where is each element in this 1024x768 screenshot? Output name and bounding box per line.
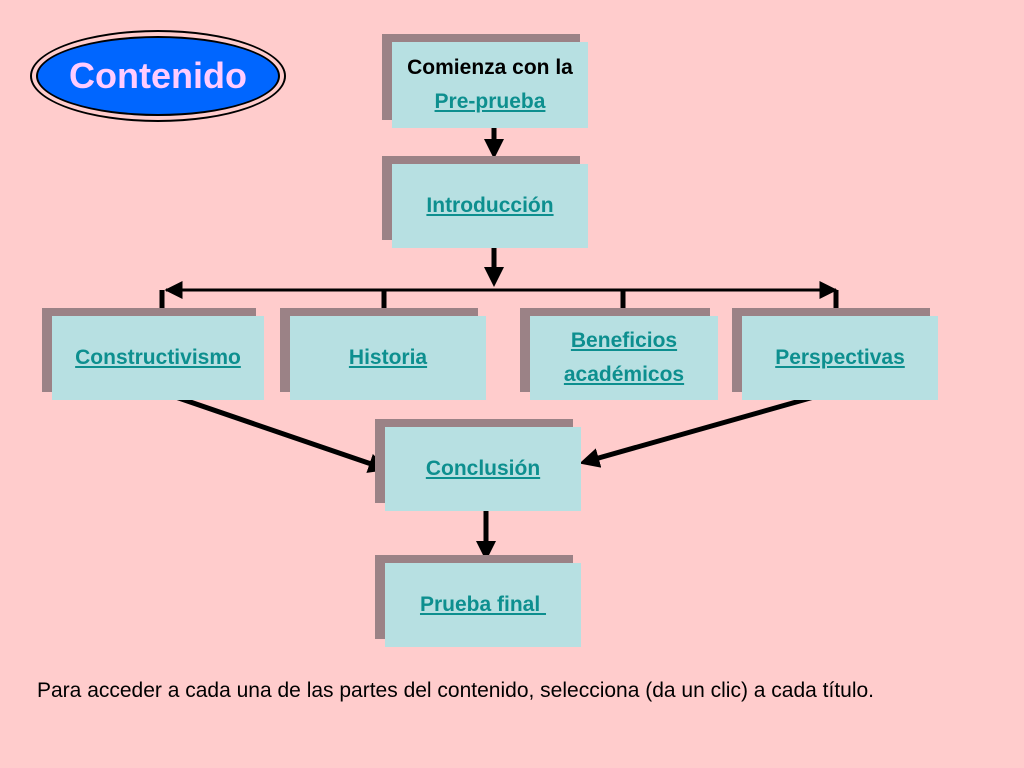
beneficios-box: Beneficios académicos xyxy=(520,308,718,400)
historia-box: Historia xyxy=(280,308,486,400)
title-badge: Contenido xyxy=(36,36,280,116)
title-badge-ring xyxy=(30,30,286,122)
perspectivas-box: Perspectivas xyxy=(732,308,938,400)
start-text: Comienza con la xyxy=(407,56,573,79)
link-beneficios-academicos[interactable]: Beneficios académicos xyxy=(563,329,685,386)
page-title: Contenido xyxy=(69,55,247,96)
final-test-box: Prueba final xyxy=(375,555,581,647)
link-prueba-final[interactable]: Prueba final xyxy=(419,593,547,616)
link-conclusion[interactable]: Conclusión xyxy=(425,457,541,480)
link-perspectivas[interactable]: Perspectivas xyxy=(775,346,905,369)
arrow-right-icon xyxy=(163,390,389,473)
link-historia[interactable]: Historia xyxy=(348,346,428,369)
constructivismo-box: Constructivismo xyxy=(42,308,264,400)
instructions-text: Para acceder a cada una de las partes de… xyxy=(37,679,875,702)
intro-box: Introducción xyxy=(382,156,588,248)
link-pre-prueba[interactable]: Pre-prueba xyxy=(434,90,546,113)
link-constructivismo[interactable]: Constructivismo xyxy=(75,346,241,369)
conclusion-box: Conclusión xyxy=(375,419,581,511)
arrow-left-icon xyxy=(579,390,829,468)
start-box: Comienza con la Pre-prueba xyxy=(382,34,588,128)
link-introduccion[interactable]: Introducción xyxy=(426,194,554,217)
